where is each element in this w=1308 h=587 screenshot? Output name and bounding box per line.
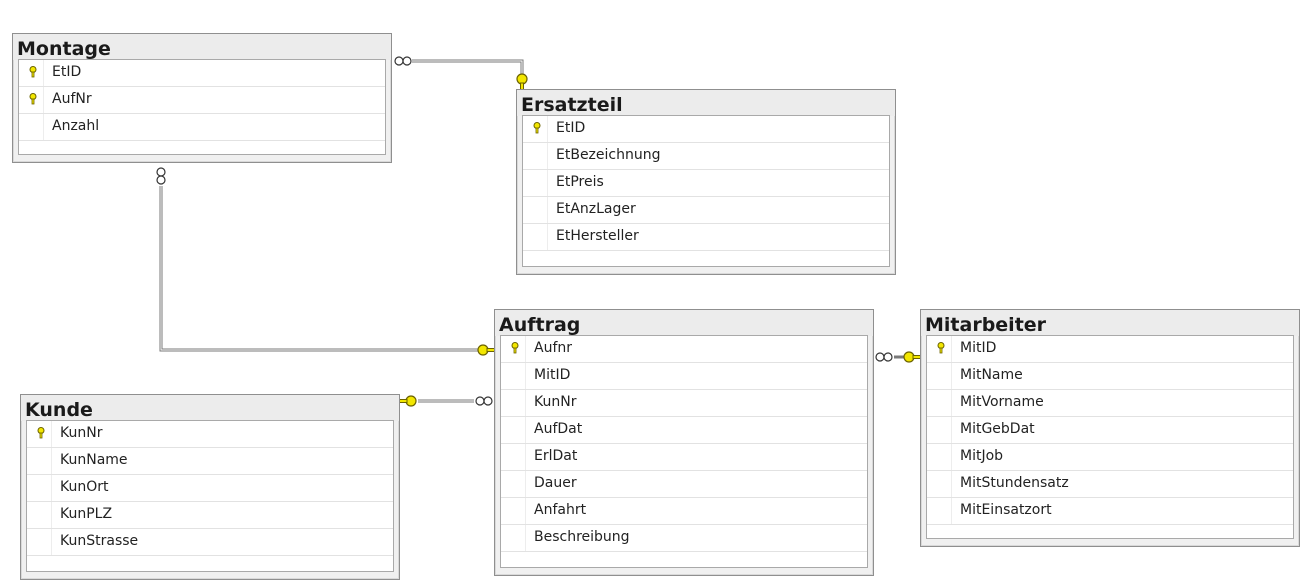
column-row[interactable]: MitStundensatz [927,471,1293,498]
column-name: Anzahl [52,118,100,134]
table-title[interactable]: Montage [13,34,391,60]
column-row[interactable]: AufDat [501,417,867,444]
column-row[interactable]: KunNr [27,421,393,448]
table-title[interactable]: Mitarbeiter [921,310,1299,336]
column-name: ErlDat [534,448,578,464]
column-row[interactable]: ErlDat [501,444,867,471]
column-name: Beschreibung [534,529,630,545]
column-row[interactable]: EtHersteller [523,224,889,251]
table-kunde[interactable]: Kunde KunNr KunName KunOrt KunPLZ KunStr… [20,394,400,580]
column-row[interactable]: MitID [927,336,1293,363]
many-end-symbol [875,352,893,362]
relationship-kunde-auftrag[interactable] [398,395,493,407]
column-row[interactable]: EtBezeichnung [523,143,889,170]
column-name: MitID [534,367,571,383]
column-list: MitID MitName MitVorname MitGebDat MitJo… [926,335,1294,539]
primary-key-icon [511,342,519,354]
column-name: KunNr [534,394,577,410]
column-row[interactable]: MitID [501,363,867,390]
column-name: EtPreis [556,174,604,190]
column-row[interactable]: EtPreis [523,170,889,197]
column-name: MitGebDat [960,421,1035,437]
column-name: Dauer [534,475,577,491]
column-row[interactable]: Dauer [501,471,867,498]
column-name: EtID [52,64,82,80]
column-name: EtAnzLager [556,201,636,217]
many-end-symbol [394,56,412,66]
table-mitarbeiter[interactable]: Mitarbeiter MitID MitName MitVorname Mit… [920,309,1300,547]
relationship-auftrag-mitarbeiter[interactable] [875,351,922,363]
column-row[interactable]: MitVorname [927,390,1293,417]
column-row[interactable]: Anfahrt [501,498,867,525]
table-title[interactable]: Kunde [21,395,399,421]
column-list: Aufnr MitID KunNr AufDat ErlDat Dauer An… [500,335,868,568]
primary-key-icon [29,66,37,78]
column-name: MitEinsatzort [960,502,1052,518]
relationship-montage-auftrag[interactable] [156,167,496,356]
table-title[interactable]: Auftrag [495,310,873,336]
column-row[interactable]: EtAnzLager [523,197,889,224]
primary-key-icon [37,427,45,439]
primary-key-icon [937,342,945,354]
primary-key-icon [533,122,541,134]
column-row[interactable]: KunName [27,448,393,475]
column-name: KunOrt [60,479,109,495]
table-ersatzteil[interactable]: Ersatzteil EtID EtBezeichnung EtPreis Et… [516,89,896,275]
column-name: MitStundensatz [960,475,1069,491]
column-row[interactable]: Anzahl [19,114,385,141]
many-end-symbol [156,167,166,185]
column-row[interactable]: EtID [19,60,385,87]
column-name: KunName [60,452,128,468]
key-end-symbol [903,351,922,363]
key-end-symbol [398,395,417,407]
column-name: KunStrasse [60,533,139,549]
table-montage[interactable]: Montage EtID AufNr Anzahl [12,33,392,163]
column-name: MitJob [960,448,1004,464]
column-name: AufNr [52,91,92,107]
column-list: EtID AufNr Anzahl [18,59,386,155]
column-list: KunNr KunName KunOrt KunPLZ KunStrasse [26,420,394,572]
column-row[interactable]: KunPLZ [27,502,393,529]
key-end-symbol [477,344,496,356]
column-row[interactable]: MitGebDat [927,417,1293,444]
column-row[interactable]: MitName [927,363,1293,390]
column-row[interactable]: Beschreibung [501,525,867,552]
column-name: KunPLZ [60,506,113,522]
column-list: EtID EtBezeichnung EtPreis EtAnzLager Et… [522,115,890,267]
column-name: KunNr [60,425,103,441]
many-end-symbol [475,396,493,406]
table-title[interactable]: Ersatzteil [517,90,895,116]
column-name: EtHersteller [556,228,639,244]
column-row[interactable]: AufNr [19,87,385,114]
column-row[interactable]: KunNr [501,390,867,417]
column-row[interactable]: Aufnr [501,336,867,363]
primary-key-icon [29,93,37,105]
column-name: Anfahrt [534,502,587,518]
column-name: MitVorname [960,394,1044,410]
column-name: Aufnr [534,340,573,356]
relationship-montage-ersatzteil[interactable] [394,56,528,93]
column-name: MitName [960,367,1023,383]
column-row[interactable]: KunOrt [27,475,393,502]
column-row[interactable]: MitJob [927,444,1293,471]
column-name: MitID [960,340,997,356]
column-name: EtBezeichnung [556,147,661,163]
table-auftrag[interactable]: Auftrag Aufnr MitID KunNr AufDat ErlDat … [494,309,874,576]
column-row[interactable]: KunStrasse [27,529,393,556]
column-name: AufDat [534,421,583,437]
column-row[interactable]: MitEinsatzort [927,498,1293,525]
column-name: EtID [556,120,586,136]
column-row[interactable]: EtID [523,116,889,143]
